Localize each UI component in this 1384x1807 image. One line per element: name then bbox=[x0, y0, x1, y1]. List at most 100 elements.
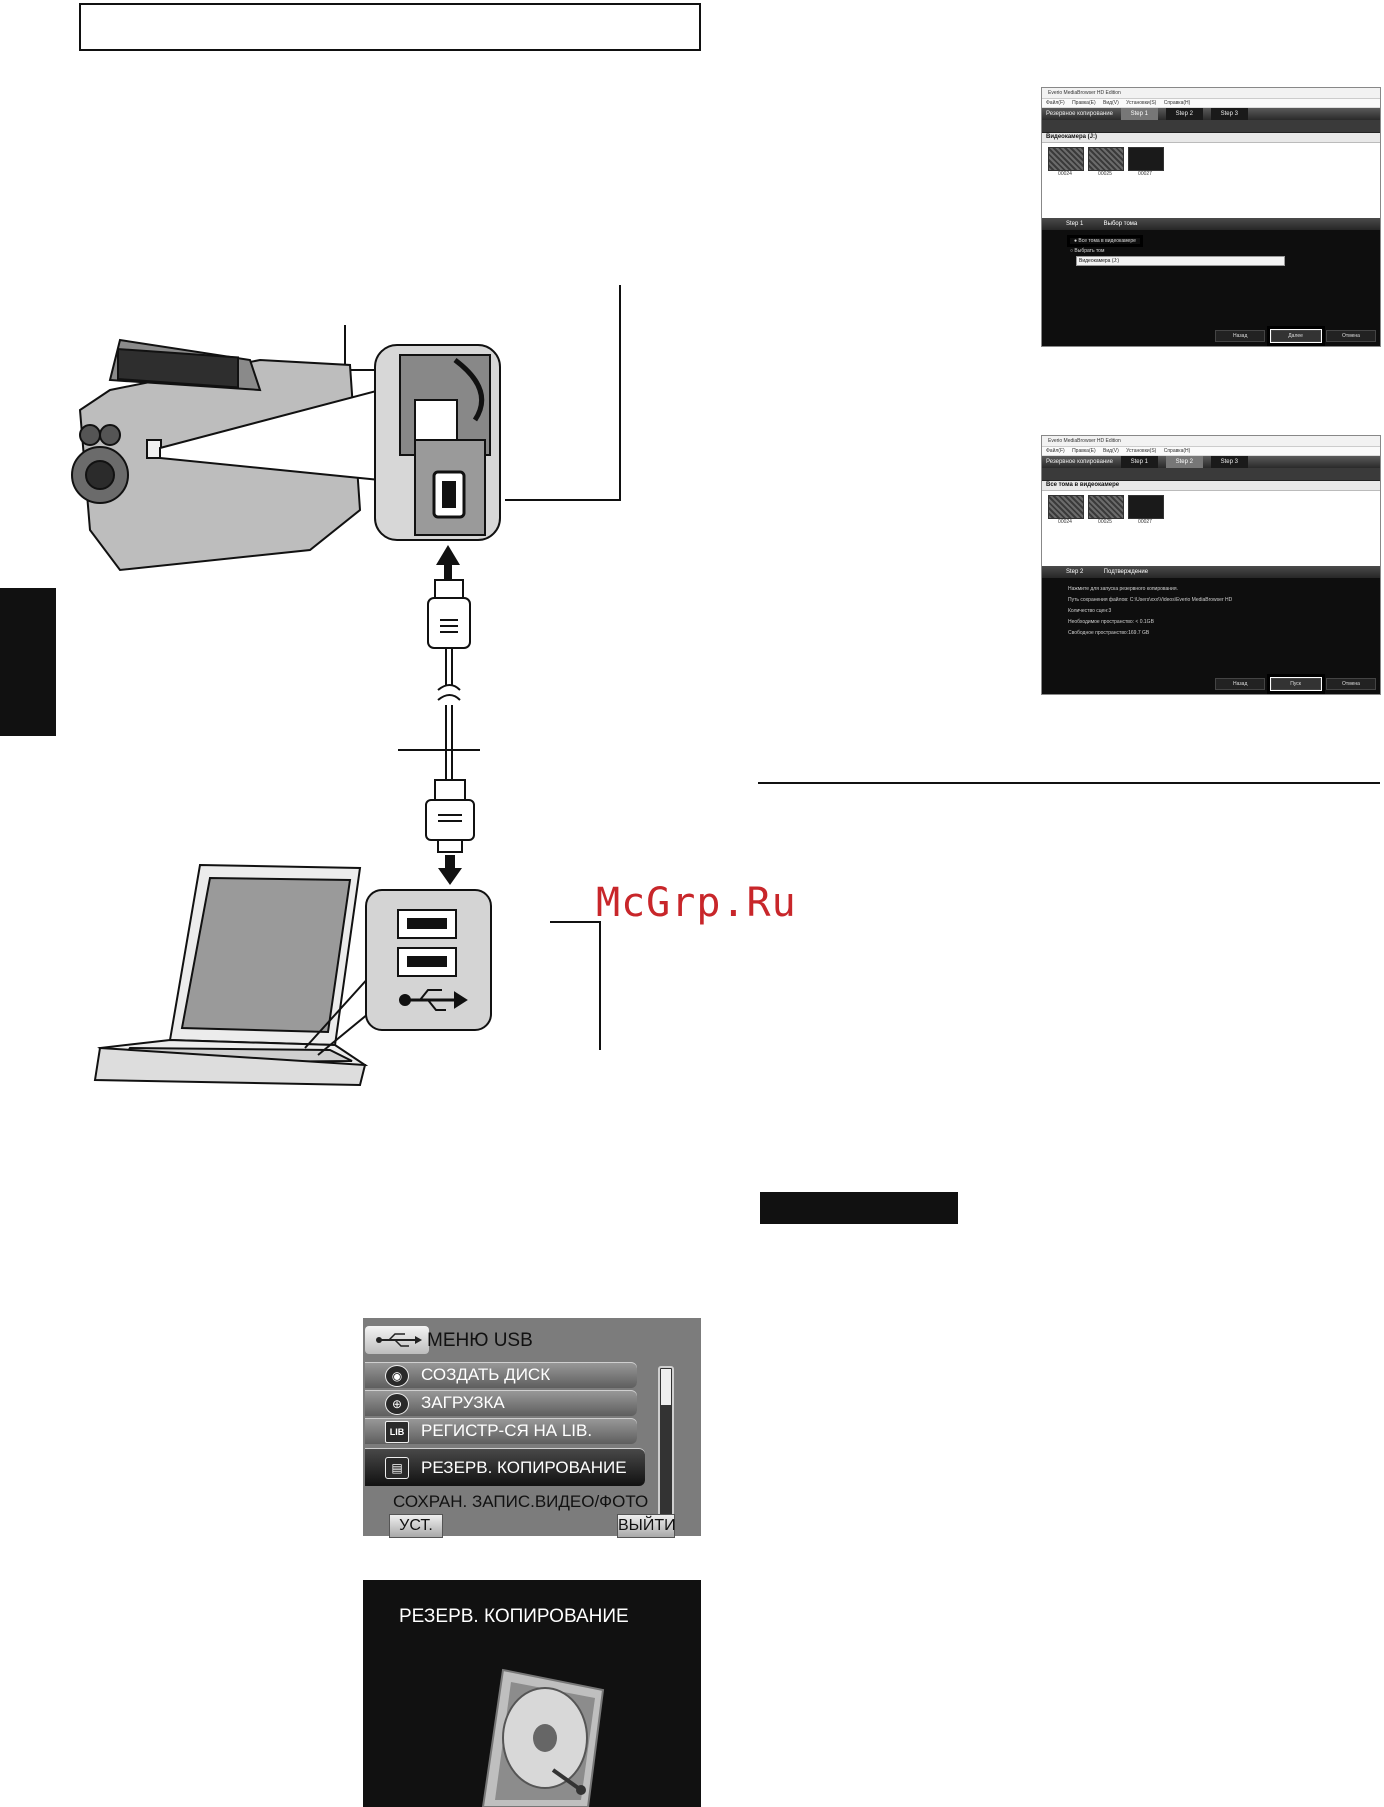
step-tab-1[interactable]: Step 1 bbox=[1120, 108, 1158, 120]
camcorder bbox=[71, 338, 362, 572]
scrollbar[interactable] bbox=[658, 1366, 674, 1520]
step-tab-2[interactable]: Step 2 bbox=[1165, 108, 1203, 120]
toolbar bbox=[1042, 120, 1380, 133]
menu-file[interactable]: Файл(F) bbox=[1046, 100, 1065, 106]
thumbnail[interactable] bbox=[1048, 147, 1084, 171]
scrollbar-thumb[interactable] bbox=[661, 1369, 671, 1405]
thumbnail-caption: 00024 bbox=[1058, 171, 1072, 177]
step-bar: Резервное копирование Step 1 Step 2 Step… bbox=[1042, 456, 1380, 468]
mini-usb-plug bbox=[427, 579, 471, 649]
step-panel: Step 2 Подтверждение Нажмите для запуска… bbox=[1042, 566, 1380, 694]
thumbnail-caption: 00027 bbox=[1138, 171, 1152, 177]
usb-cable bbox=[437, 648, 461, 780]
thumbnail-caption: 00025 bbox=[1098, 171, 1112, 177]
menu-bar: Файл(F) Правка(E) Вид(V) Установки(S) Сп… bbox=[1042, 447, 1380, 456]
menu-item-label: ЗАГРУЗКА bbox=[421, 1393, 505, 1412]
panel-step: Step 1 bbox=[1066, 221, 1084, 227]
window-title: Everio MediaBrowser HD Edition bbox=[1042, 88, 1380, 99]
next-button[interactable]: Далее bbox=[1266, 326, 1325, 346]
usb-a-plug bbox=[425, 779, 475, 853]
confirm-line: Количество сцен:3 bbox=[1068, 608, 1112, 614]
cancel-button[interactable]: Отмена bbox=[1326, 678, 1376, 690]
back-button[interactable]: Назад bbox=[1215, 678, 1266, 690]
step-panel: Step 1 Выбор тома ● Все тома в видеокаме… bbox=[1042, 218, 1380, 346]
cancel-button[interactable]: Отмена bbox=[1326, 330, 1376, 342]
section-divider bbox=[758, 782, 1380, 784]
menu-item-create-disc[interactable]: ◉ СОЗДАТЬ ДИСК bbox=[365, 1362, 637, 1388]
arrow-up-icon bbox=[436, 545, 460, 580]
menu-settings[interactable]: Установки(S) bbox=[1126, 100, 1157, 106]
backup-title: РЕЗЕРВ. КОПИРОВАНИЕ bbox=[399, 1606, 629, 1627]
usb-symbol-icon bbox=[399, 989, 468, 1011]
window-title: Everio MediaBrowser HD Edition bbox=[1042, 436, 1380, 447]
pc-usb-ports bbox=[365, 889, 492, 1031]
menu-item-label: РЕГИСТР-СЯ НА LIB. bbox=[421, 1421, 593, 1440]
start-button[interactable]: Пуск bbox=[1266, 674, 1325, 694]
radio-all-label: Все тома в видеокамере bbox=[1078, 238, 1136, 244]
camera-backup-screen: РЕЗЕРВ. КОПИРОВАНИЕ bbox=[363, 1580, 701, 1807]
usb-port-detail bbox=[374, 344, 501, 541]
confirm-line: Путь сохранения файлов: C:\Users\xxx\Vid… bbox=[1068, 597, 1233, 603]
thumbnail[interactable] bbox=[1088, 495, 1124, 519]
connection-illustration bbox=[71, 285, 621, 1087]
menu-item-label: СОЗДАТЬ ДИСК bbox=[421, 1365, 551, 1384]
disc-icon: ◉ bbox=[385, 1365, 409, 1387]
button-row: Назад Пуск Отмена bbox=[1211, 674, 1376, 694]
usb-icon bbox=[376, 1333, 422, 1347]
volume-dropdown[interactable]: Видеокамера (J:) bbox=[1076, 256, 1285, 266]
menu-view[interactable]: Вид(V) bbox=[1103, 100, 1119, 106]
thumbnail[interactable] bbox=[1128, 495, 1164, 519]
thumbnail-area: 00024 00025 00027 bbox=[1042, 143, 1380, 222]
radio-all-volumes[interactable]: ● Все тома в видеокамере bbox=[1042, 235, 1380, 247]
menu-view[interactable]: Вид(V) bbox=[1103, 448, 1119, 454]
menu-item-register-lib[interactable]: LIB РЕГИСТР-СЯ НА LIB. bbox=[365, 1418, 637, 1444]
menu-help[interactable]: Справка(H) bbox=[1163, 448, 1191, 454]
step-tab-2[interactable]: Step 2 bbox=[1165, 456, 1203, 468]
mode-label: Резервное копирование bbox=[1046, 459, 1113, 465]
software-step2-screenshot: Everio MediaBrowser HD Edition Файл(F) П… bbox=[1041, 435, 1381, 695]
step-tab-1[interactable]: Step 1 bbox=[1120, 456, 1158, 468]
watermark: McGrp.Ru bbox=[596, 880, 797, 926]
confirm-line: Необходимое пространство: < 0.1GB bbox=[1068, 619, 1154, 625]
radio-select-label: Выбрать том bbox=[1074, 248, 1105, 254]
thumbnail[interactable] bbox=[1088, 147, 1124, 171]
menu-item-upload[interactable]: ⊕ ЗАГРУЗКА bbox=[365, 1390, 637, 1416]
usb-menu-tab bbox=[365, 1326, 429, 1354]
menu-file[interactable]: Файл(F) bbox=[1046, 448, 1065, 454]
side-tab bbox=[0, 588, 56, 736]
menu-bar: Файл(F) Правка(E) Вид(V) Установки(S) Сп… bbox=[1042, 99, 1380, 108]
thumbnail-caption: 00024 bbox=[1058, 519, 1072, 525]
button-row: Назад Далее Отмена bbox=[1211, 326, 1376, 346]
set-button[interactable]: УСТ. bbox=[389, 1514, 443, 1538]
thumbnail[interactable] bbox=[1048, 495, 1084, 519]
panel-header: Step 2 Подтверждение bbox=[1042, 566, 1380, 578]
source-label: Видеокамера (J:) bbox=[1042, 133, 1380, 143]
panel-step: Step 2 bbox=[1066, 569, 1084, 575]
panel-title: Выбор тома bbox=[1103, 221, 1138, 227]
hard-disk-icon bbox=[481, 1668, 605, 1807]
menu-item-backup[interactable]: ▤ РЕЗЕРВ. КОПИРОВАНИЕ bbox=[365, 1448, 645, 1486]
menu-edit[interactable]: Правка(E) bbox=[1072, 448, 1096, 454]
camera-usb-menu: МЕНЮ USB ◉ СОЗДАТЬ ДИСК ⊕ ЗАГРУЗКА LIB Р… bbox=[363, 1318, 701, 1538]
page-header-box bbox=[79, 3, 701, 51]
step-tab-3[interactable]: Step 3 bbox=[1210, 456, 1248, 468]
thumbnail[interactable] bbox=[1128, 147, 1164, 171]
menu-edit[interactable]: Правка(E) bbox=[1072, 100, 1096, 106]
radio-select-volume[interactable]: ○ Выбрать том bbox=[1070, 248, 1105, 254]
confirm-line: Свободное пространство:169.7 GB bbox=[1068, 630, 1150, 636]
lib-icon: LIB bbox=[385, 1421, 409, 1443]
step-bar: Резервное копирование Step 1 Step 2 Step… bbox=[1042, 108, 1380, 120]
menu-help[interactable]: Справка(H) bbox=[1163, 100, 1191, 106]
thumbnail-caption: 00025 bbox=[1098, 519, 1112, 525]
backup-icon: ▤ bbox=[385, 1457, 409, 1479]
globe-icon: ⊕ bbox=[385, 1393, 409, 1415]
back-button[interactable]: Назад bbox=[1215, 330, 1266, 342]
menu-settings[interactable]: Установки(S) bbox=[1126, 448, 1157, 454]
panel-header: Step 1 Выбор тома bbox=[1042, 218, 1380, 230]
mode-label: Резервное копирование bbox=[1046, 111, 1113, 117]
panel-title: Подтверждение bbox=[1103, 569, 1149, 575]
toolbar bbox=[1042, 468, 1380, 481]
note-label-bar bbox=[760, 1192, 958, 1224]
exit-button[interactable]: ВЫЙТИ bbox=[617, 1514, 676, 1538]
step-tab-3[interactable]: Step 3 bbox=[1210, 108, 1248, 120]
